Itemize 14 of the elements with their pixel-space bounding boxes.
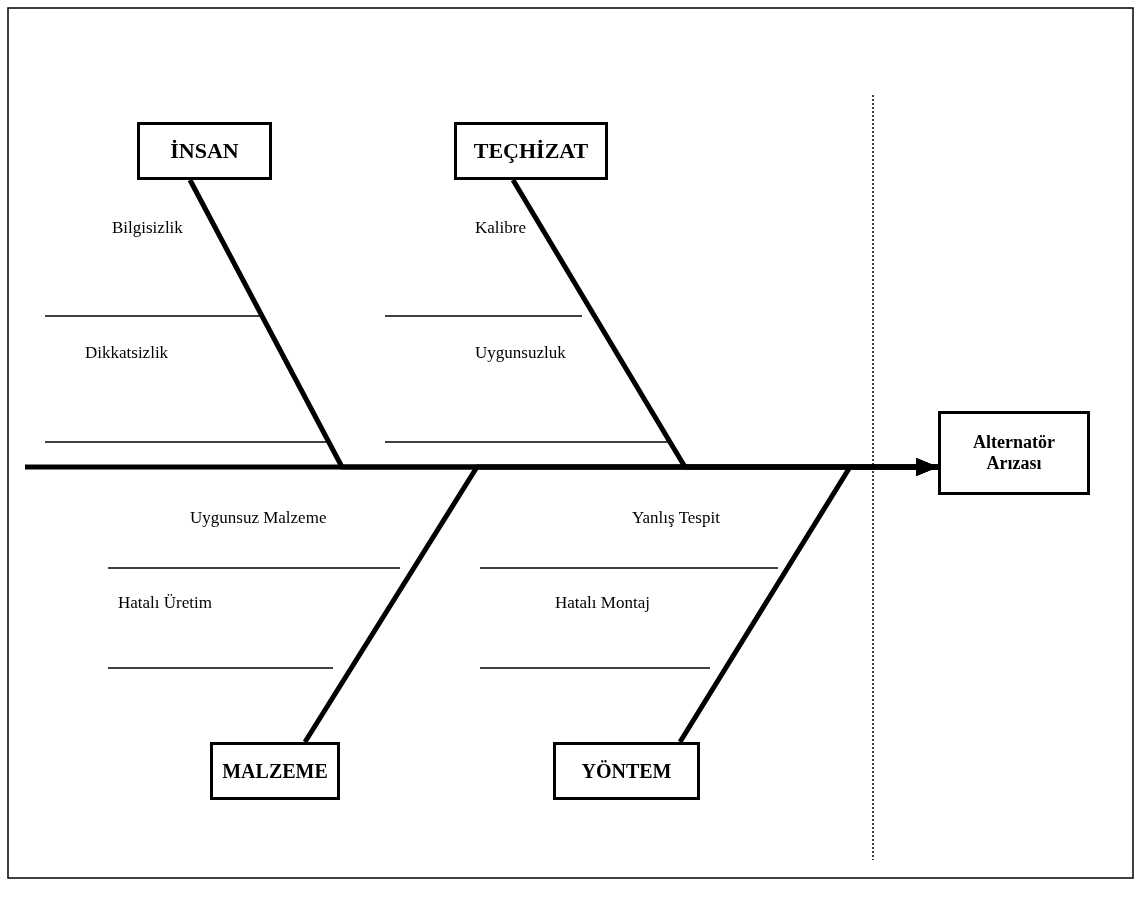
cause-label: Dikkatsizlik bbox=[85, 343, 169, 363]
category-box: İNSAN bbox=[137, 122, 272, 180]
cause-label: Kalibre bbox=[475, 218, 526, 238]
effect-box: Alternatör Arızası bbox=[938, 411, 1090, 495]
cause-label: Uygunsuzluk bbox=[475, 343, 566, 363]
category-box: MALZEME bbox=[210, 742, 340, 800]
bone-arrow bbox=[677, 458, 938, 744]
cause-label: Yanlış Tespit bbox=[632, 508, 720, 528]
cause-label: Uygunsuz Malzeme bbox=[190, 508, 327, 528]
cause-label: Hatalı Montaj bbox=[555, 593, 650, 613]
cause-label: Hatalı Üretim bbox=[118, 593, 212, 613]
cause-label: Bilgisizlik bbox=[112, 218, 183, 238]
category-box: YÖNTEM bbox=[553, 742, 700, 800]
category-box: TEÇHİZAT bbox=[454, 122, 608, 180]
